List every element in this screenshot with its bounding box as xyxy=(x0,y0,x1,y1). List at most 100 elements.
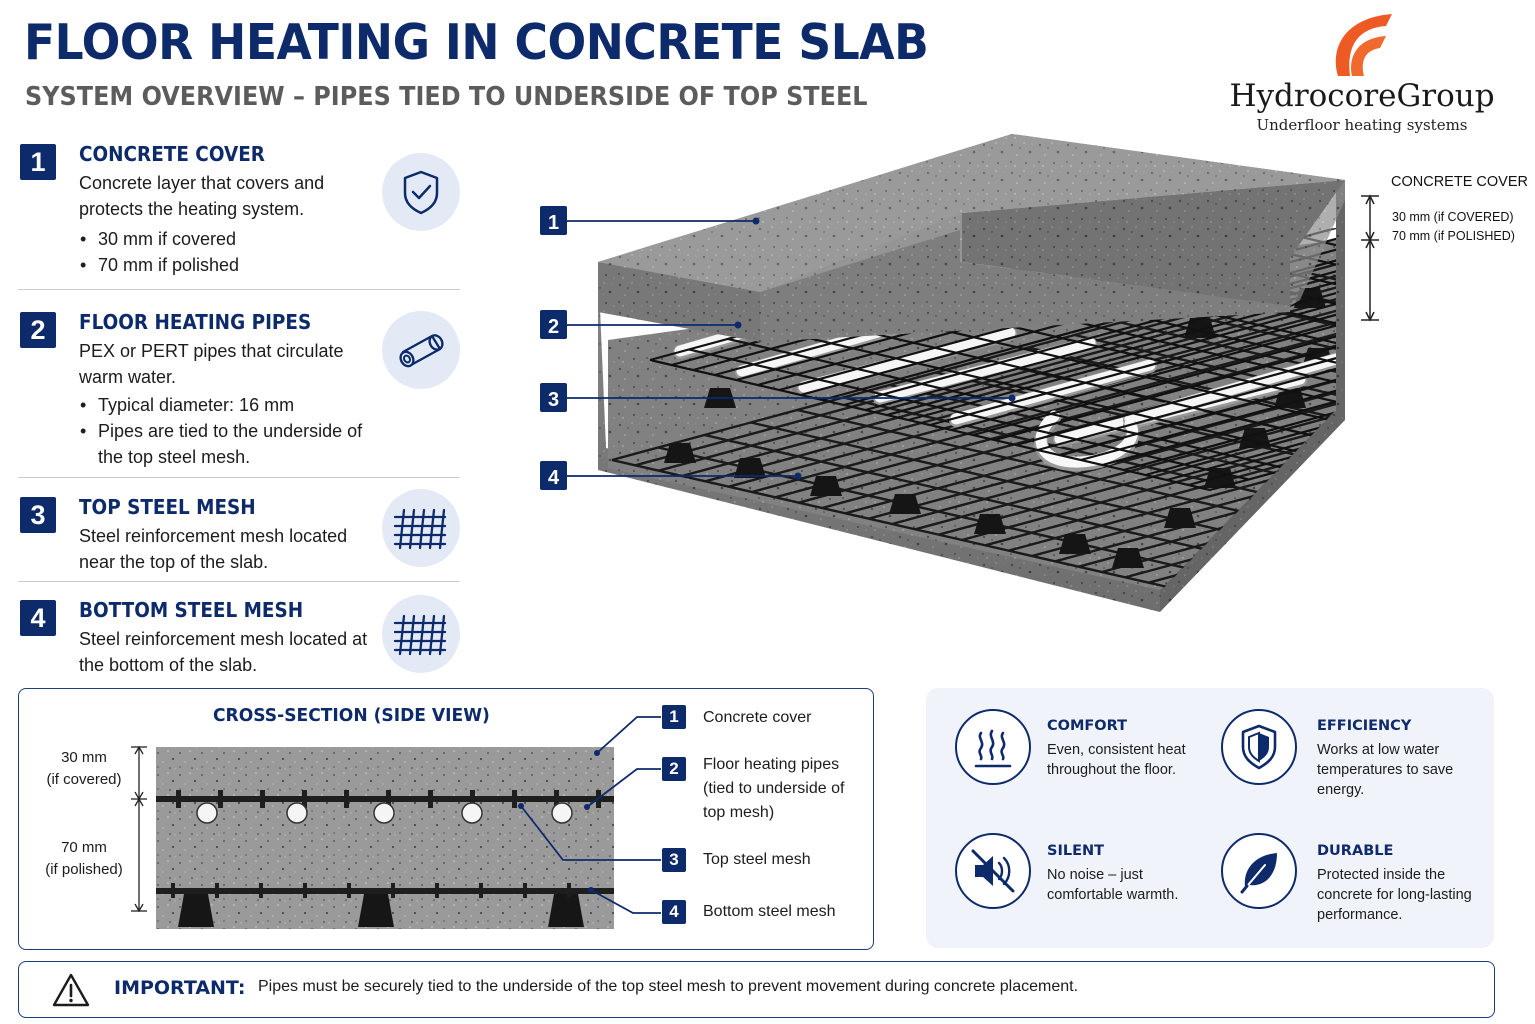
component-bullets: Typical diameter: 16 mm Pipes are tied t… xyxy=(79,392,369,470)
important-text: Pipes must be securely tied to the under… xyxy=(258,978,1079,995)
top-mesh-bar xyxy=(766,327,1327,460)
component-title: FLOOR HEATING PIPES xyxy=(79,310,312,334)
cs-tie xyxy=(428,790,433,808)
component-bullets: 30 mm if covered 70 mm if polished xyxy=(79,226,379,278)
divider xyxy=(18,581,460,582)
cover-dimension-line xyxy=(1361,194,1379,322)
top-mesh-bar xyxy=(805,316,1336,449)
heat-waves-icon xyxy=(955,709,1031,785)
bullet-item: 30 mm if covered xyxy=(79,226,379,252)
top-mesh-bar xyxy=(688,348,1250,481)
bullet-item: Pipes are tied to the underside of the t… xyxy=(79,418,369,470)
component-concrete-cover: 1 CONCRETE COVER Concrete layer that cov… xyxy=(18,140,460,290)
cs-tie xyxy=(171,883,175,898)
cs-tie xyxy=(347,883,351,898)
bottom-mesh-bar xyxy=(1212,296,1336,427)
dim-polished-note: (if polished) xyxy=(45,861,123,878)
component-top-steel-mesh: 3 TOP STEEL MESH Steel reinforcement mes… xyxy=(18,489,460,581)
bottom-mesh-bar xyxy=(985,344,1336,547)
bullet-item: 70 mm if polished xyxy=(79,252,379,278)
dim-polished-value: 70 mm xyxy=(61,839,107,856)
cs-tie xyxy=(344,790,349,808)
legend-number: 4 xyxy=(662,900,686,924)
bottom-mesh-bar xyxy=(1078,365,1336,568)
legend-label: Floor heating pipes (tied to underside o… xyxy=(703,756,845,821)
bottom-mesh-bar xyxy=(704,433,1265,565)
top-mesh-bar xyxy=(727,337,1289,470)
dim-covered-value: 30 mm xyxy=(61,749,107,766)
brand-name: HydrocoreGroup xyxy=(1229,78,1495,114)
cs-pipe xyxy=(461,802,483,824)
mesh-chair xyxy=(889,494,921,514)
muted-speaker-icon xyxy=(955,833,1031,909)
legend-label: Bottom steel mesh xyxy=(703,903,836,920)
benefits-panel: COMFORT Even, consistent heat throughout… xyxy=(926,688,1494,948)
cs-pipe xyxy=(373,802,395,824)
cs-tie xyxy=(391,883,395,898)
legend-number: 3 xyxy=(662,848,686,872)
component-description: Steel reinforcement mesh located near th… xyxy=(79,526,348,572)
mesh-chair xyxy=(1112,548,1144,568)
warning-icon xyxy=(52,973,90,1007)
dim-covered-note: (if covered) xyxy=(46,771,122,788)
cs-tie xyxy=(215,883,219,898)
legend-number: 1 xyxy=(662,705,686,729)
mesh-chair xyxy=(734,458,766,478)
component-number: 2 xyxy=(20,312,56,348)
bottom-mesh-bar xyxy=(1120,321,1336,452)
important-label: IMPORTANT: xyxy=(114,977,246,999)
bottom-mesh-bar xyxy=(1008,349,1336,552)
leaf-icon xyxy=(1221,833,1297,909)
cs-tie xyxy=(303,883,307,898)
pipe xyxy=(1124,353,1336,425)
bottom-mesh-bar xyxy=(1074,333,1336,465)
legend-number: 2 xyxy=(662,757,686,781)
shield-icon xyxy=(1221,709,1297,785)
component-number: 3 xyxy=(20,497,56,533)
cs-bottom-mesh-ties xyxy=(171,883,584,927)
cs-tie xyxy=(259,883,263,898)
mesh-chair xyxy=(810,476,842,496)
callout-3: 3 xyxy=(548,389,559,411)
page-subtitle: SYSTEM OVERVIEW – PIPES TIED TO UNDERSID… xyxy=(25,82,868,112)
benefit-title: DURABLE xyxy=(1317,843,1394,859)
mesh-icon xyxy=(382,595,460,673)
bottom-mesh-bar xyxy=(1031,354,1336,558)
cs-tie xyxy=(260,790,265,808)
cs-tie xyxy=(218,790,223,808)
benefit-text: No noise – just comfortable warmth. xyxy=(1047,867,1179,903)
bottom-mesh-bar xyxy=(1166,308,1336,440)
benefit-title: COMFORT xyxy=(1047,718,1128,734)
dim-polished: 70 mm (if polished) xyxy=(29,837,139,881)
mesh-icon xyxy=(382,489,460,567)
cross-section-title: CROSS-SECTION (SIDE VIEW) xyxy=(213,705,490,726)
callout-2: 2 xyxy=(548,316,559,338)
component-bottom-steel-mesh: 4 BOTTOM STEEL MESH Steel reinforcement … xyxy=(18,595,460,684)
benefit-title: SILENT xyxy=(1047,843,1105,859)
cs-chair xyxy=(358,894,394,927)
cs-tie xyxy=(523,883,527,898)
mesh-chair xyxy=(664,443,696,463)
bullet-item: Typical diameter: 16 mm xyxy=(79,392,369,418)
cs-pipes xyxy=(196,802,573,824)
cover-dimension-title: CONCRETE COVER xyxy=(1391,174,1528,190)
divider xyxy=(18,289,460,290)
callout-4: 4 xyxy=(548,467,560,489)
component-title: TOP STEEL MESH xyxy=(79,495,256,519)
cs-tie xyxy=(435,883,439,898)
cover-dimension-covered: 30 mm (if COVERED) xyxy=(1392,210,1514,224)
mesh-chair xyxy=(1059,534,1091,554)
component-number: 1 xyxy=(20,144,56,180)
callout-badges: 1 2 3 4 xyxy=(540,206,567,490)
brand-logo-icon xyxy=(1335,14,1392,76)
brand: HydrocoreGroup Underfloor heating system… xyxy=(1222,8,1502,134)
cross-section-drawing xyxy=(131,716,661,929)
callout-1: 1 xyxy=(548,212,559,234)
cs-tie xyxy=(567,883,571,898)
cs-pipe xyxy=(196,802,218,824)
pipe xyxy=(874,337,1096,403)
cs-tie xyxy=(470,790,475,808)
pipe-bend xyxy=(1035,410,1138,468)
slab-illustration: 1 2 3 4 xyxy=(540,134,1379,612)
benefit-text: Protected inside the concrete for long-l… xyxy=(1317,867,1472,923)
